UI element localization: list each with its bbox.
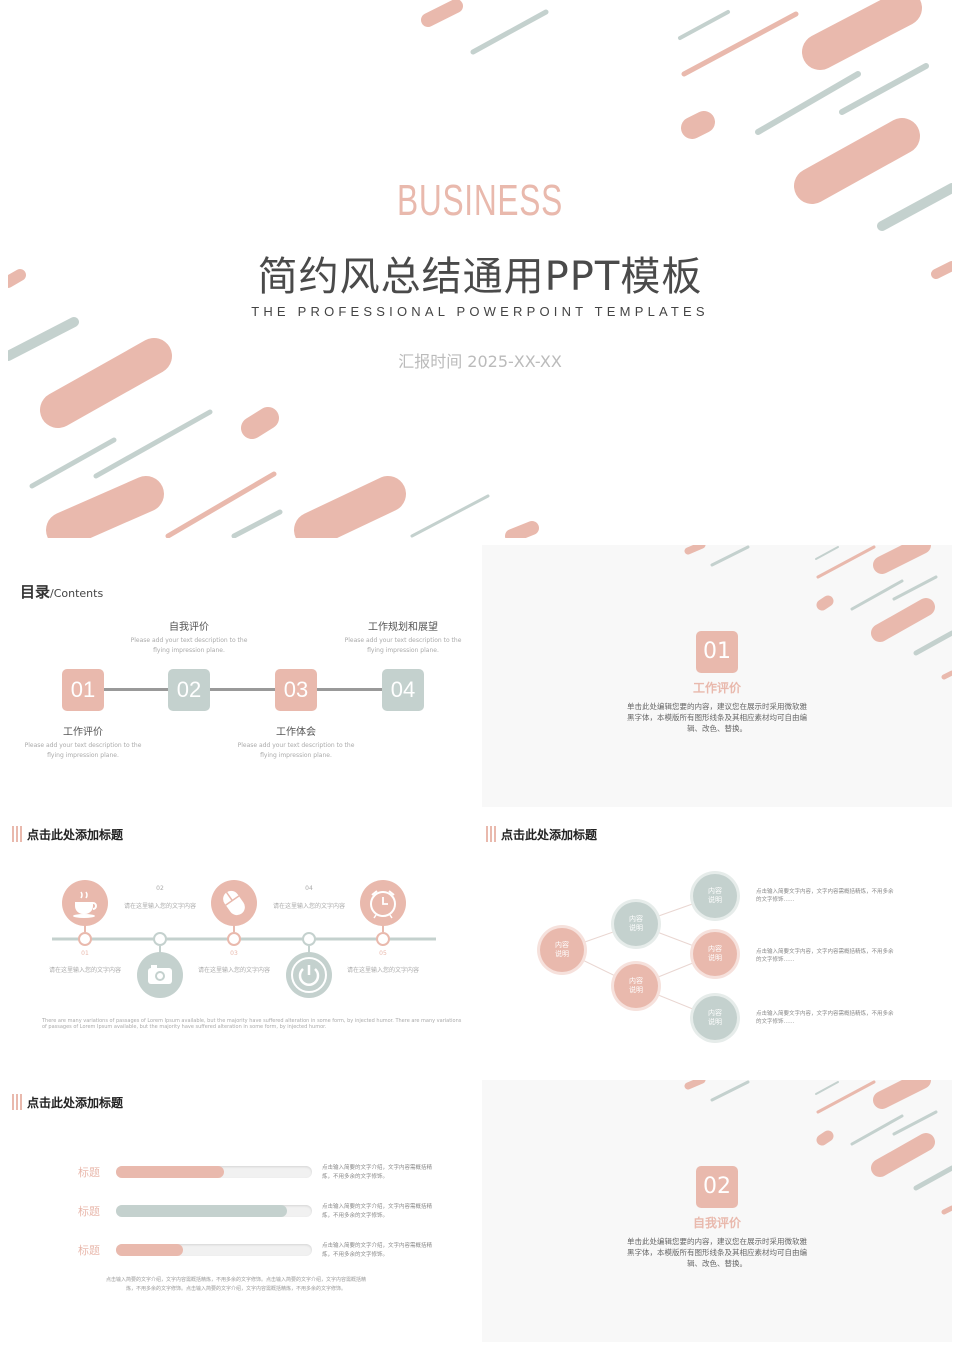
camera-icon[interactable] bbox=[137, 952, 183, 998]
tree-node-root[interactable]: 内容说明 bbox=[540, 928, 584, 972]
progress-text-1: 点击输入简要的文字介绍，文字内容需概括精炼，不用多余的文字修饰。 bbox=[322, 1165, 433, 1180]
title-bars-icon bbox=[12, 1094, 24, 1114]
timeline-num-02: 02 bbox=[156, 885, 164, 892]
mouse-icon[interactable] bbox=[211, 880, 257, 926]
timeline-graphic bbox=[52, 922, 436, 954]
timeline-text-02: 请在这里输入您的文字内容 bbox=[123, 903, 196, 910]
timeline-num-01: 01 bbox=[81, 950, 89, 957]
tree-title: 点击此处添加标题 bbox=[501, 828, 598, 842]
contents-title: 目录 bbox=[20, 583, 51, 601]
section-01-slide: 01 工作评价 单击此处编辑您要的内容，建议您在展示时采用微软雅黑字体，本模版所… bbox=[482, 545, 952, 807]
tree-node-leaf-1[interactable]: 内容说明 bbox=[693, 874, 737, 918]
progress-label-3: 标题 bbox=[78, 1244, 100, 1257]
decorative-stripes bbox=[8, 0, 952, 538]
contents-num-03[interactable]: 03 bbox=[275, 669, 317, 711]
progress-bar-1 bbox=[116, 1166, 312, 1178]
timeline-footer: There are many variations of passages of… bbox=[42, 1018, 462, 1030]
decorative-stripes bbox=[684, 1080, 952, 1215]
contents-num-04[interactable]: 04 bbox=[382, 669, 424, 711]
tree-side-text-3: 点击输入简要文字内容，文字内容需概括精炼，不用多余的文字修饰…… bbox=[756, 1011, 894, 1025]
contents-slide: 目录/Contents 01 02 03 04 工作评价 Please add … bbox=[8, 545, 478, 807]
contents-desc-01: Please add your text description to the … bbox=[24, 742, 142, 759]
section-01-desc: 单击此处编辑您要的内容，建议您在展示时采用微软雅黑字体，本模版所有图形线条及其相… bbox=[627, 702, 807, 733]
timeline-num-05: 05 bbox=[379, 950, 387, 957]
hero-title: 简约风总结通用PPT模板 bbox=[257, 254, 703, 300]
timeline-text-05: 请在这里输入您的文字内容 bbox=[346, 967, 419, 974]
contents-label-03: 工作体会 bbox=[276, 727, 316, 738]
tree-node-leaf-2[interactable]: 内容说明 bbox=[693, 932, 737, 976]
contents-label-02: 自我评价 bbox=[169, 622, 209, 633]
timeline-title: 点击此处添加标题 bbox=[27, 828, 124, 842]
title-slide bbox=[8, 0, 952, 538]
progress-fill-3 bbox=[116, 1244, 183, 1256]
title-bars-icon bbox=[486, 826, 498, 846]
progress-footer: 点击输入简要的文字介绍，文字内容需概括精炼，不用多余的文字修饰。点击输入简要的文… bbox=[106, 1277, 367, 1292]
tree-node-mid-top[interactable]: 内容说明 bbox=[614, 902, 658, 946]
contents-heading: 目录/Contents bbox=[20, 581, 103, 602]
progress-bar-3 bbox=[116, 1244, 312, 1256]
timeline-num-04: 04 bbox=[305, 885, 313, 892]
timeline-slide: 点击此处添加标题 01 请在这里输入您的文字内容 02 请在这里输入您的文字内容… bbox=[8, 812, 478, 1074]
hero-date: 汇报时间 2025-XX-XX bbox=[398, 352, 562, 371]
contents-num-01[interactable]: 01 bbox=[62, 669, 104, 711]
power-icon[interactable] bbox=[286, 952, 332, 998]
timeline-text-04: 请在这里输入您的文字内容 bbox=[272, 903, 345, 910]
section-01-number[interactable]: 01 bbox=[696, 631, 738, 673]
timeline-text-01: 请在这里输入您的文字内容 bbox=[48, 967, 121, 974]
title-bars-icon bbox=[12, 826, 24, 846]
progress-label-1: 标题 bbox=[78, 1166, 100, 1179]
tree-side-text-2: 点击输入简要文字内容，文字内容需概括精炼，不用多余的文字修饰…… bbox=[756, 949, 894, 963]
progress-text-2: 点击输入简要的文字介绍，文字内容需概括精炼，不用多余的文字修饰。 bbox=[322, 1204, 433, 1219]
section-02-slide: 02 自我评价 单击此处编辑您要的内容，建议您在展示时采用微软雅黑字体，本模版所… bbox=[482, 1080, 952, 1342]
contents-desc-03: Please add your text description to the … bbox=[237, 742, 355, 759]
section-01-title: 工作评价 bbox=[692, 681, 741, 695]
tree-side-text-1: 点击输入简要文字内容，文字内容需概括精炼，不用多余的文字修饰…… bbox=[756, 889, 894, 903]
hero-subtitle: THE PROFESSIONAL POWERPOINT TEMPLATES bbox=[251, 304, 709, 319]
tree-node-mid-bottom[interactable]: 内容说明 bbox=[614, 964, 658, 1008]
progress-bar-2 bbox=[116, 1205, 312, 1217]
timeline-num-03: 03 bbox=[230, 950, 238, 957]
contents-line bbox=[68, 688, 408, 691]
progress-fill-2 bbox=[116, 1205, 287, 1217]
contents-num-02[interactable]: 02 bbox=[168, 669, 210, 711]
tree-node-leaf-3[interactable]: 内容说明 bbox=[693, 996, 737, 1040]
progress-slide: 点击此处添加标题 标题 点击输入简要的文字介绍，文字内容需概括精炼，不用多余的文… bbox=[8, 1080, 478, 1342]
progress-title: 点击此处添加标题 bbox=[27, 1096, 124, 1110]
contents-title-en: /Contents bbox=[50, 587, 104, 600]
section-02-desc: 单击此处编辑您要的内容，建议您在展示时采用微软雅黑字体，本模版所有图形线条及其相… bbox=[627, 1237, 807, 1268]
contents-desc-02: Please add your text description to the … bbox=[130, 637, 248, 654]
alarm-clock-icon[interactable] bbox=[360, 880, 406, 926]
section-02-title: 自我评价 bbox=[692, 1216, 741, 1230]
hero-business: BUSINESS bbox=[397, 176, 563, 225]
coffee-cup-icon[interactable] bbox=[62, 880, 108, 926]
progress-text-3: 点击输入简要的文字介绍，文字内容需概括精炼，不用多余的文字修饰。 bbox=[322, 1243, 433, 1258]
contents-desc-04: Please add your text description to the … bbox=[344, 637, 462, 654]
timeline-text-03: 请在这里输入您的文字内容 bbox=[197, 967, 270, 974]
tree-slide: 点击此处添加标题 内容说明 内容说明 内容说明 内容说明 内容说明 内容说明 点… bbox=[482, 812, 952, 1074]
progress-label-2: 标题 bbox=[78, 1205, 100, 1218]
section-02-number[interactable]: 02 bbox=[696, 1166, 738, 1208]
contents-label-04: 工作规划和展望 bbox=[368, 622, 438, 633]
progress-fill-1 bbox=[116, 1166, 224, 1178]
decorative-stripes bbox=[684, 545, 952, 680]
contents-label-01: 工作评价 bbox=[63, 727, 103, 738]
